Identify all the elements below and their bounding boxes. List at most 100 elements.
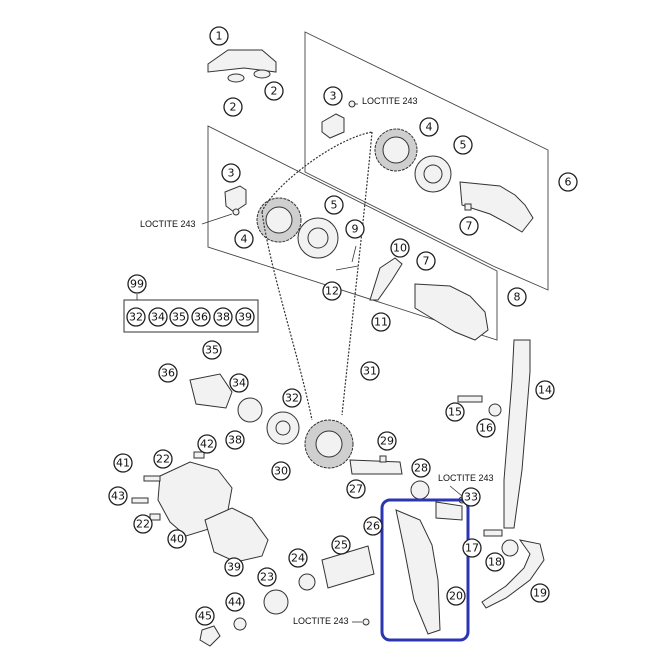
- callout-number: 36: [161, 367, 175, 380]
- callout-number: 8: [514, 291, 521, 304]
- callout-circle: [225, 430, 245, 450]
- callout-number: 3: [330, 90, 337, 103]
- part-callout-15: 15: [445, 402, 465, 422]
- part-callout-2: 2: [223, 97, 243, 117]
- part-callout-39: 39: [235, 307, 255, 327]
- part-callout-99: 99: [127, 274, 147, 294]
- part-callout-44: 44: [225, 592, 245, 612]
- part-callout-5: 5: [324, 195, 344, 215]
- callout-circle: [113, 453, 133, 473]
- callout-number: 35: [172, 311, 186, 324]
- timing-chain: [261, 131, 373, 421]
- callout-number: 40: [170, 533, 184, 546]
- callout-number: 34: [232, 377, 246, 390]
- callout-number: 36: [194, 311, 208, 324]
- part-callout-16: 16: [476, 418, 496, 438]
- callout-number: 9: [352, 223, 359, 236]
- callout-number: 32: [129, 311, 143, 324]
- part-callout-10: 10: [390, 238, 410, 258]
- callout-number: 42: [200, 438, 214, 451]
- part-callout-8: 8: [507, 287, 527, 307]
- washer-part: [410, 480, 430, 500]
- callout-circle: [127, 274, 147, 294]
- part-callout-36: 36: [158, 363, 178, 383]
- callout-circle: [476, 418, 496, 438]
- callout-circle: [126, 307, 146, 327]
- callout-circle: [288, 548, 308, 568]
- callout-number: 7: [423, 255, 430, 268]
- callout-circle: [371, 312, 391, 332]
- part-callout-19: 19: [530, 583, 550, 603]
- part-callout-23: 23: [257, 567, 277, 587]
- callout-circle: [133, 514, 153, 534]
- loctite-label: LOCTITE 243: [362, 96, 418, 106]
- bracket-part: [207, 49, 277, 83]
- small-hardware: [131, 100, 519, 626]
- part-callout-17: 17: [462, 538, 482, 558]
- callout-circle: [462, 538, 482, 558]
- part-callout-7: 7: [459, 216, 479, 236]
- callout-circle: [229, 373, 249, 393]
- part-callout-30: 30: [271, 461, 291, 481]
- callout-circle: [322, 281, 342, 301]
- part-callout-11: 11: [371, 312, 391, 332]
- part-callout-32: 32: [126, 307, 146, 327]
- callout-circle: [209, 26, 229, 46]
- kit-parts-box: [123, 299, 259, 333]
- callout-number: 38: [216, 311, 230, 324]
- part-callout-9: 9: [345, 219, 365, 239]
- pump-gasket: [204, 507, 269, 563]
- callout-circle: [507, 287, 527, 307]
- part-callout-35: 35: [202, 340, 222, 360]
- part-callout-18: 18: [485, 552, 505, 572]
- callout-circle: [360, 361, 380, 381]
- callout-number: 23: [260, 571, 274, 584]
- callout-circle: [445, 402, 465, 422]
- callout-number: 26: [366, 520, 380, 533]
- callout-number: 4: [241, 233, 248, 246]
- camshaft-assembly-frame-upper: [304, 31, 549, 291]
- callout-circle: [213, 307, 233, 327]
- part-callout-4: 4: [419, 117, 439, 137]
- camshaft-assembly-frame-lower: [207, 125, 498, 341]
- part-callout-33: 33: [461, 487, 481, 507]
- callout-number: 11: [374, 316, 388, 329]
- callout-number: 32: [285, 392, 299, 405]
- callout-number: 41: [116, 457, 130, 470]
- part-callout-22: 22: [153, 449, 173, 469]
- upper-camshaft-group: [321, 113, 534, 233]
- callout-number: 31: [363, 365, 377, 378]
- part-callout-7: 7: [416, 251, 436, 271]
- part-callout-28: 28: [411, 458, 431, 478]
- callout-number: 1: [216, 30, 223, 43]
- callout-circle: [108, 486, 128, 506]
- highlight-selection-box[interactable]: [380, 498, 470, 642]
- callout-number: 6: [565, 176, 572, 189]
- callout-circle: [485, 552, 505, 572]
- callout-number: 30: [274, 465, 288, 478]
- callout-circle: [167, 529, 187, 549]
- pump-shaft: [321, 545, 375, 589]
- callout-circle: [195, 606, 215, 626]
- callout-circle: [558, 172, 578, 192]
- callout-circle: [158, 363, 178, 383]
- callout-number: 3: [228, 167, 235, 180]
- callout-circle: [346, 479, 366, 499]
- part-callout-14: 14: [535, 380, 555, 400]
- part-callout-42: 42: [197, 434, 217, 454]
- callout-number: 29: [380, 435, 394, 448]
- impeller-part: [263, 589, 289, 615]
- callout-circle: [225, 592, 245, 612]
- part-callout-3: 3: [323, 86, 343, 106]
- loctite-label: LOCTITE 243: [293, 616, 349, 626]
- part-callout-43: 43: [108, 486, 128, 506]
- callout-number: 18: [488, 556, 502, 569]
- callout-number: 24: [291, 552, 305, 565]
- callout-circle: [363, 516, 383, 536]
- callout-number: 10: [393, 242, 407, 255]
- part-callout-27: 27: [346, 479, 366, 499]
- part-callout-1: 1: [209, 26, 229, 46]
